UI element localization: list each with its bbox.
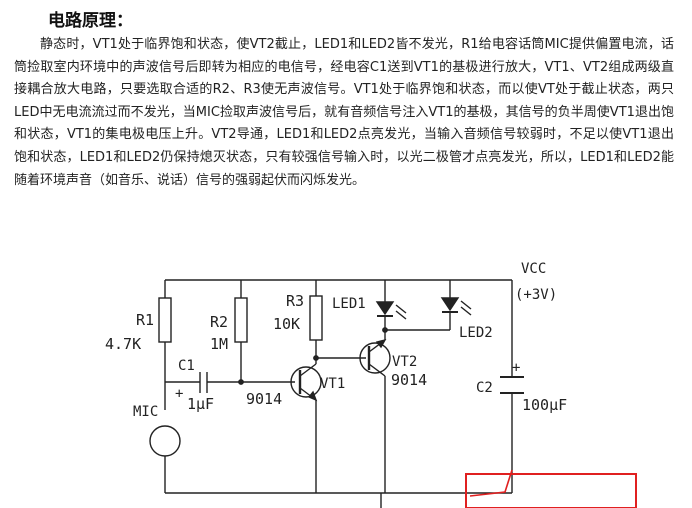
section-heading: 电路原理： bbox=[48, 11, 133, 31]
led1-label: LED1 bbox=[332, 296, 366, 312]
c1-value-label: 1μF bbox=[187, 395, 214, 413]
c2-value-label: 100μF bbox=[522, 396, 567, 414]
mic-label: MIC bbox=[133, 404, 158, 420]
circuit-description-paragraph: 静态时，VT1处于临界饱和状态，使VT2截止，LED1和LED2皆不发光，R1给… bbox=[14, 37, 674, 188]
r1-name-label: R1 bbox=[136, 311, 154, 329]
vt2-transistor bbox=[359, 342, 391, 374]
r2-name-label: R2 bbox=[210, 313, 228, 331]
led2-diode bbox=[440, 297, 460, 312]
r3-resistor bbox=[309, 295, 323, 341]
r3-value-label: 10K bbox=[273, 315, 300, 333]
r1-resistor bbox=[158, 297, 172, 343]
r1-value-label: 4.7K bbox=[105, 335, 141, 353]
c2-name-label: C2 bbox=[476, 380, 493, 396]
r2-value-label: 1M bbox=[210, 335, 228, 353]
led1-diode bbox=[375, 301, 395, 316]
mic-symbol bbox=[149, 425, 181, 457]
vcc-label: VCC bbox=[521, 261, 546, 277]
vt2-label: VT2 bbox=[392, 354, 417, 370]
vt1-part-label: 9014 bbox=[246, 390, 282, 408]
led2-label: LED2 bbox=[459, 325, 493, 341]
vt2-part-label: 9014 bbox=[391, 371, 427, 389]
r3-name-label: R3 bbox=[286, 292, 304, 310]
c2-plus-label: + bbox=[512, 360, 520, 376]
vcc-value-label: (+3V) bbox=[515, 287, 557, 303]
r2-resistor bbox=[234, 297, 248, 343]
c1-name-label: C1 bbox=[178, 358, 195, 374]
highlight-box bbox=[465, 469, 637, 508]
vt1-label: VT1 bbox=[320, 376, 345, 392]
vt1-transistor bbox=[290, 366, 322, 398]
c1-plus-label: + bbox=[175, 386, 183, 402]
